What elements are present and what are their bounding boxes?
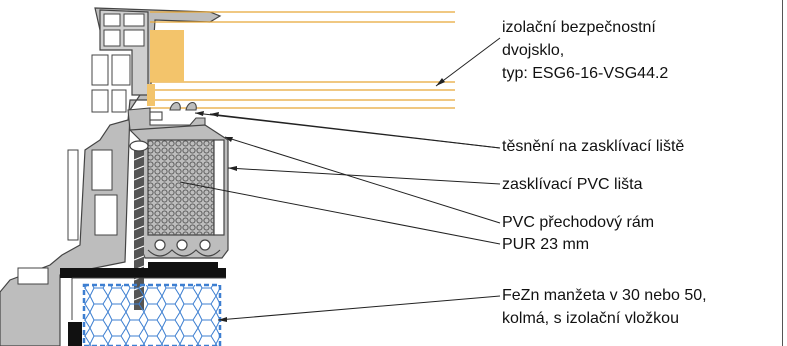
fezn-sleeve — [60, 262, 226, 346]
leader-glass — [435, 37, 501, 87]
leader-pur — [179, 181, 501, 245]
label-sleeve-line2: kolmá, s izolační vložkou — [502, 310, 679, 327]
frame-chambers — [17, 13, 145, 285]
label-glass-line3: typ: ESG6-16-VSG44.2 — [502, 65, 669, 82]
glass-edge-seal — [147, 84, 155, 106]
pur-insulation — [147, 139, 215, 236]
border-line — [782, 0, 783, 346]
label-glass-line2: dvojsklo, — [502, 42, 565, 59]
glass-panes — [150, 11, 455, 109]
label-frame: PVC přechodový rám — [502, 214, 655, 231]
label-sleeve-line1: FeZn manžeta v 30 nebo 50, — [502, 287, 707, 304]
leader-sleeve — [217, 295, 501, 321]
leader-lines — [179, 37, 501, 321]
label-seal: těsnění na zasklívací liště — [502, 138, 685, 155]
label-pur: PUR 23 mm — [502, 236, 590, 253]
label-bead: zasklívací PVC lišta — [502, 176, 643, 193]
leader-arrowheads — [195, 78, 445, 322]
leader-bead — [227, 167, 501, 185]
label-glass-line1: izolační bezpečnostní — [502, 19, 656, 36]
pvc-transition-frame — [128, 124, 229, 259]
leader-frame — [224, 136, 501, 224]
glass-spacer — [150, 30, 184, 82]
